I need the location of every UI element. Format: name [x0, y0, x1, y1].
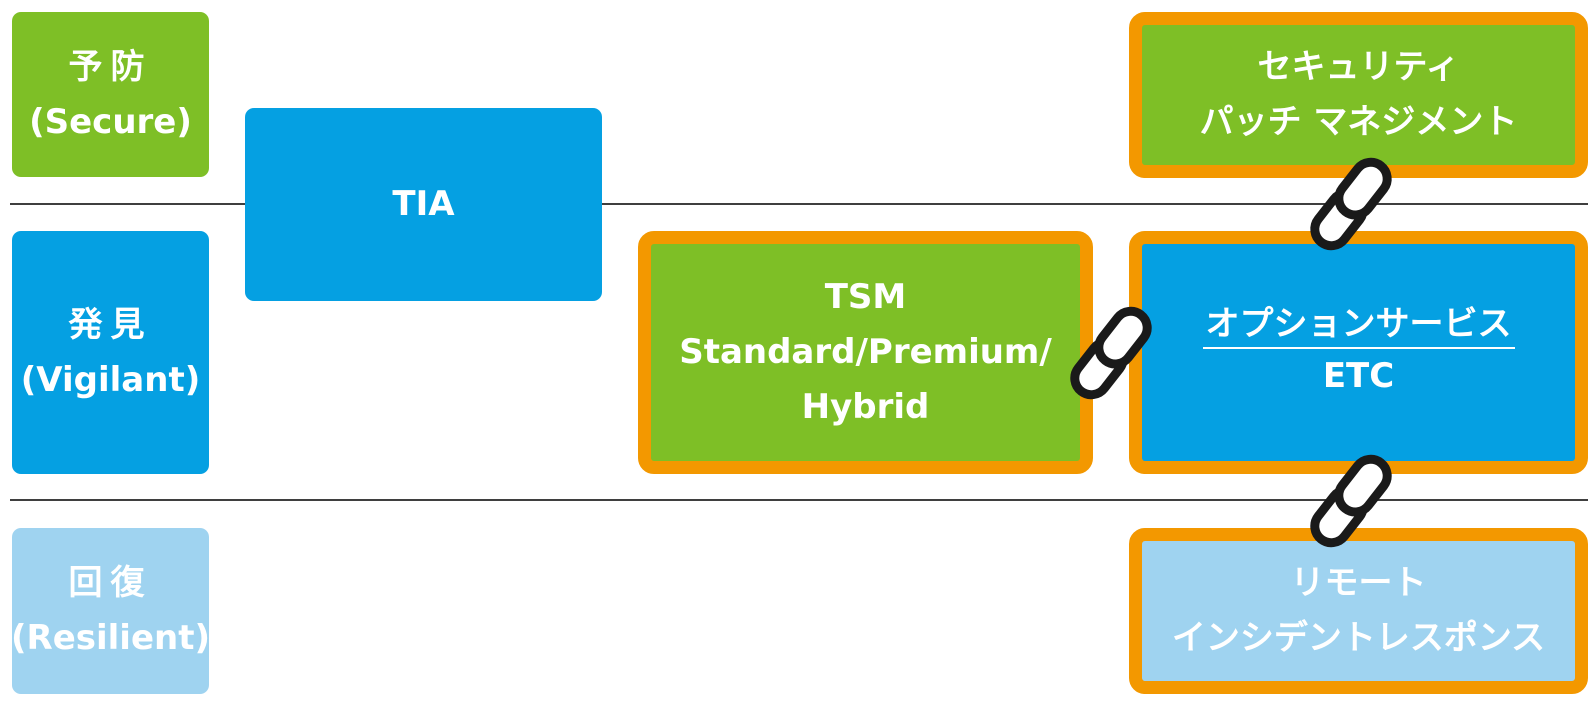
- category-title: 発見: [68, 304, 153, 345]
- category-subtitle: (Resilient): [10, 618, 211, 658]
- category-subtitle: (Vigilant): [20, 359, 201, 400]
- tia-box: TIA: [245, 108, 602, 301]
- category-resilient: 回復 (Resilient): [10, 528, 211, 694]
- tsm-box: TSM Standard/Premium/ Hybrid: [638, 231, 1093, 474]
- remote-line2: インシデントレスポンス: [1171, 618, 1546, 658]
- patch-management-box: セキュリティ パッチ マネジメント: [1129, 12, 1588, 178]
- patch-line2: パッチ マネジメント: [1199, 102, 1518, 142]
- patch-line1: セキュリティ: [1257, 47, 1460, 87]
- tsm-line3: Hybrid: [801, 387, 930, 427]
- category-title: 予防: [68, 46, 153, 87]
- chain-link-icon: [1302, 446, 1400, 555]
- category-secure: 予防 (Secure): [12, 12, 209, 177]
- chain-link-icon: [1302, 149, 1400, 258]
- options-line2: ETC: [1322, 356, 1395, 396]
- options-line1: オプションサービス: [1202, 301, 1515, 349]
- remote-incident-box: リモート インシデントレスポンス: [1129, 528, 1588, 694]
- tsm-line1: TSM: [824, 277, 907, 317]
- row-divider-upper: [10, 203, 1588, 205]
- tia-label: TIA: [392, 184, 455, 224]
- category-title: 回復: [68, 563, 153, 603]
- chain-link-icon: [1062, 298, 1160, 407]
- category-vigilant: 発見 (Vigilant): [12, 231, 209, 474]
- option-services-box: オプションサービス ETC: [1129, 231, 1588, 474]
- row-divider-lower: [10, 499, 1588, 501]
- tsm-line2: Standard/Premium/: [679, 332, 1052, 372]
- remote-line1: リモート: [1290, 563, 1427, 603]
- category-subtitle: (Secure): [29, 101, 192, 142]
